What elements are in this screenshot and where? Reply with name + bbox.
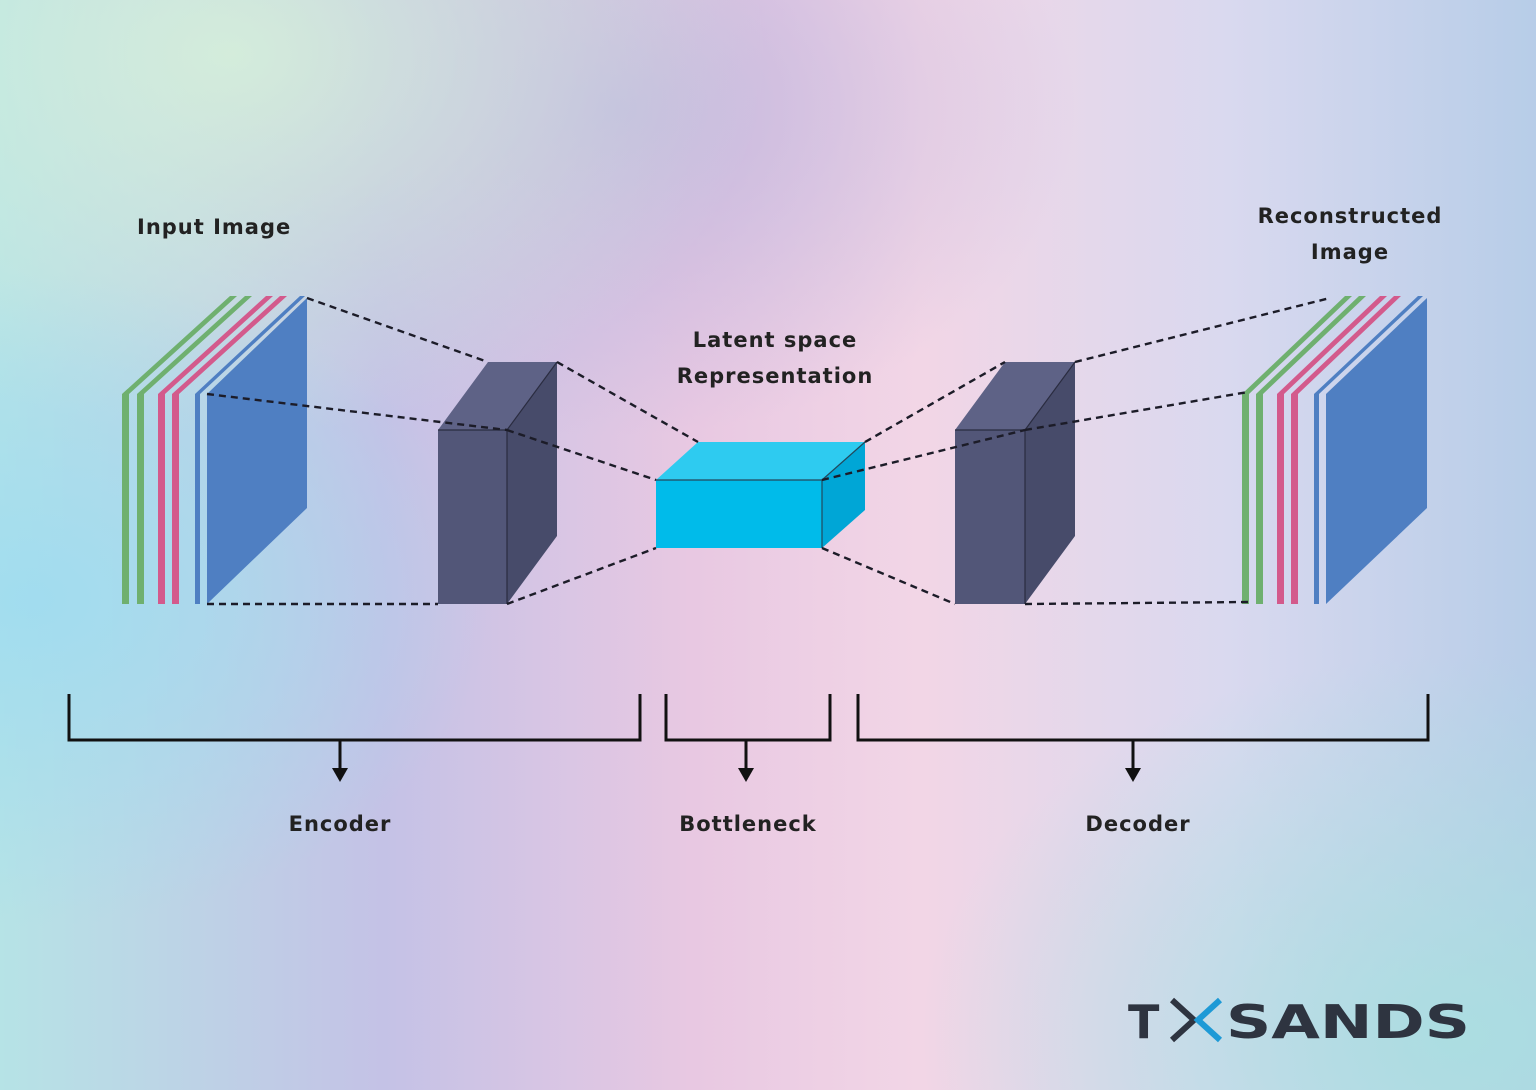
- latent-label-line2: Representation: [676, 364, 874, 388]
- latent-space-label: Latent space Representation: [650, 322, 900, 394]
- reconstructed-label-line1: Reconstructed: [1257, 204, 1443, 228]
- output-layer-blue-edge: [1314, 296, 1423, 604]
- bottleneck-label: Bottleneck: [679, 812, 817, 836]
- input-layer-green-2: [137, 296, 252, 604]
- input-layer-green: [122, 296, 237, 604]
- input-image-label: Input Image: [137, 215, 292, 239]
- reconstructed-image-layers: [1242, 296, 1427, 604]
- bottleneck-bracket: [664, 694, 832, 782]
- output-layer-green-2: [1256, 296, 1366, 604]
- input-layer-pink-2: [172, 296, 287, 604]
- decoder-bracket: [856, 694, 1430, 782]
- encoder-block: [438, 361, 558, 604]
- decoder-block: [955, 361, 1076, 604]
- encoder-bracket: [67, 694, 642, 782]
- reconstructed-label-line2: Image: [1310, 240, 1390, 264]
- logo-text-right: SANDS: [1226, 995, 1470, 1048]
- output-layer-blue: [1326, 298, 1427, 604]
- output-layer-green: [1242, 296, 1352, 604]
- texsands-logo: T SANDS: [1128, 995, 1470, 1048]
- latent-label-line1: Latent space: [692, 328, 858, 352]
- reconstructed-image-label: Reconstructed Image: [1250, 198, 1450, 270]
- decoder-label: Decoder: [1085, 812, 1191, 836]
- input-layer-pink: [158, 296, 273, 604]
- latent-cube: [656, 441, 866, 548]
- input-image-layers: [122, 296, 307, 604]
- input-layer-blue: [207, 298, 307, 604]
- connector-lines: [206, 296, 1331, 606]
- encoder-label: Encoder: [288, 812, 392, 836]
- logo-text-left: T: [1128, 995, 1160, 1048]
- output-layer-pink: [1277, 296, 1387, 604]
- input-layer-blue-edge: [195, 296, 305, 604]
- output-layer-pink-2: [1291, 296, 1401, 604]
- logo-x-mark-icon: [1169, 997, 1223, 1043]
